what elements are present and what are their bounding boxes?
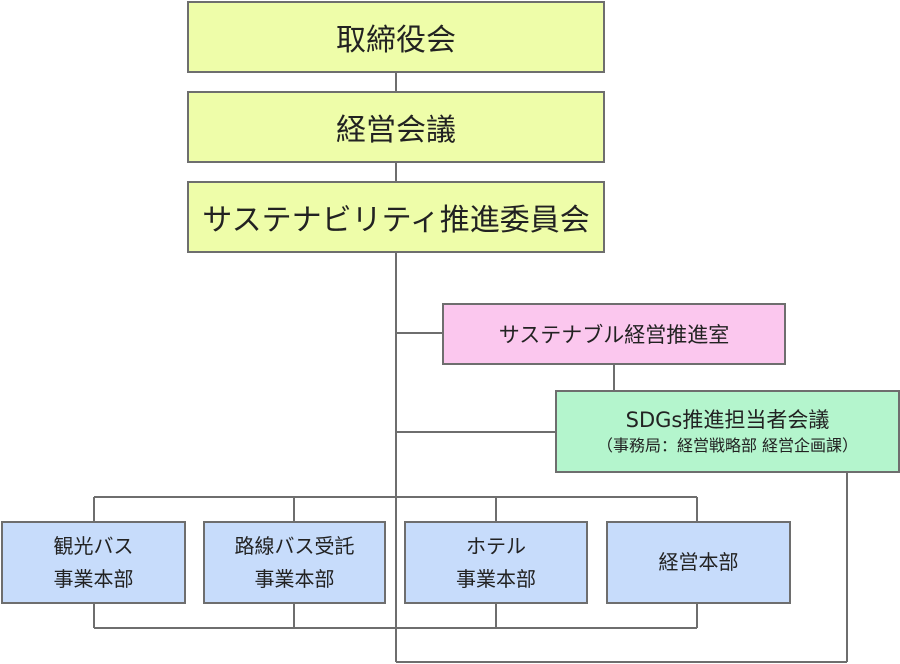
board-of-directors-label: 取締役会 <box>336 23 456 58</box>
sustainability-committee-label: サステナビリティ推進委員会 <box>202 203 590 238</box>
sdgs-meeting-title: SDGs推進担当者会議 <box>625 407 830 432</box>
sustainability-committee-box: サステナビリティ推進委員会 <box>187 181 605 253</box>
sustainable-office-box: サステナブル経営推進室 <box>442 303 786 365</box>
board-of-directors-box: 取締役会 <box>187 1 605 73</box>
management-meeting-box: 経営会議 <box>187 91 605 163</box>
division-label-line1: 観光バス <box>53 533 134 558</box>
division-box-route-bus: 路線バス受託 事業本部 <box>203 521 386 604</box>
division-label-line2: 事業本部 <box>53 566 134 591</box>
division-label-line2: 事業本部 <box>254 566 335 591</box>
management-meeting-label: 経営会議 <box>336 113 456 148</box>
division-box-sightseeing-bus: 観光バス 事業本部 <box>1 521 186 604</box>
division-label-line2: 事業本部 <box>456 566 536 591</box>
division-label-line1: ホテル <box>466 533 526 558</box>
sustainable-office-label: サステナブル経営推進室 <box>498 323 730 347</box>
division-box-management: 経営本部 <box>606 521 791 604</box>
division-box-hotel: ホテル 事業本部 <box>404 521 588 604</box>
division-label-line1: 路線バス受託 <box>234 533 355 558</box>
division-label-line1: 経営本部 <box>658 550 739 574</box>
sdgs-meeting-secretariat: （事務局：経営戦略部 経営企画課） <box>596 435 859 455</box>
sdgs-meeting-box: SDGs推進担当者会議 （事務局：経営戦略部 経営企画課） <box>555 390 900 473</box>
